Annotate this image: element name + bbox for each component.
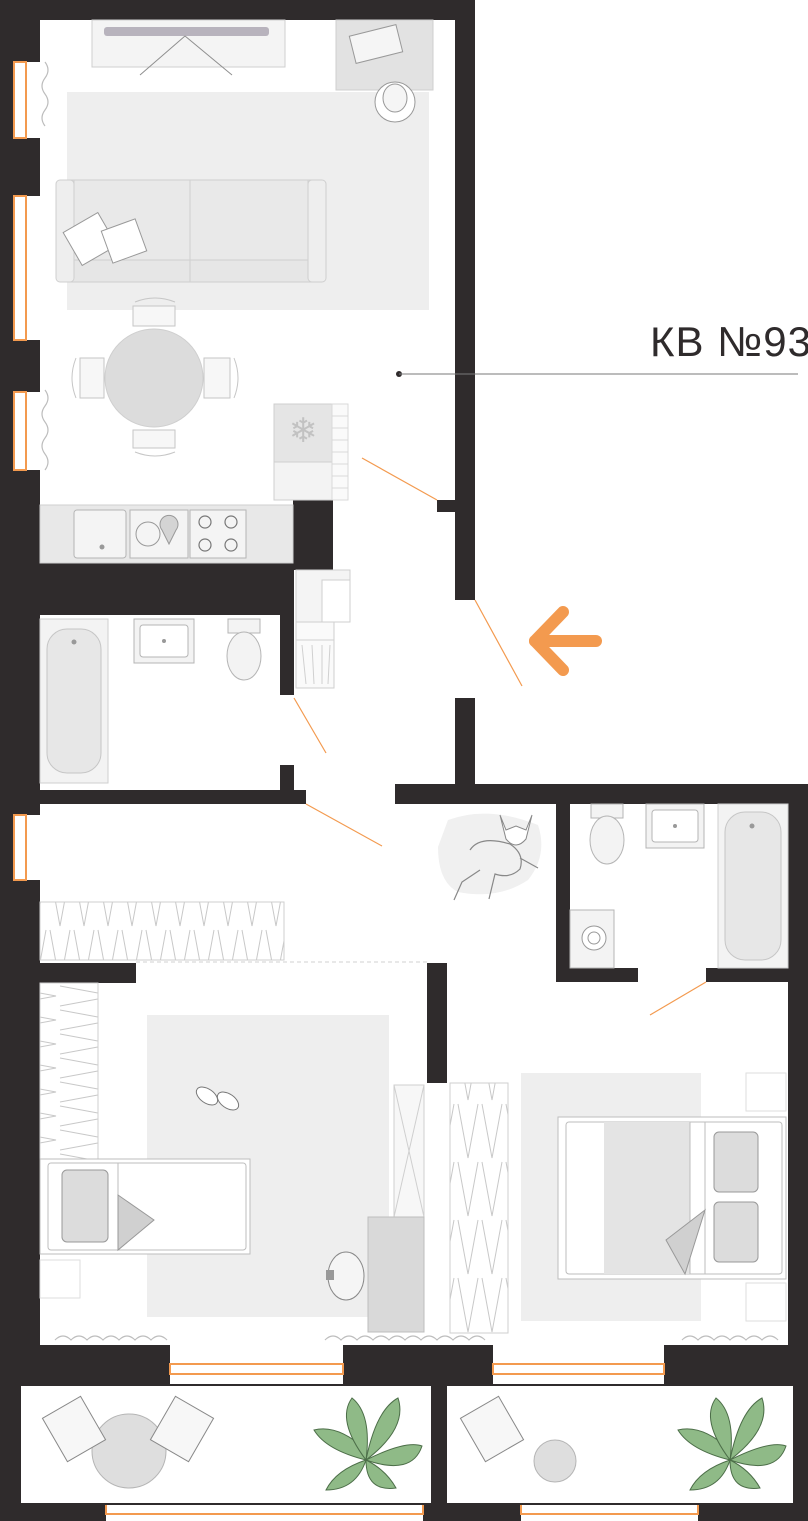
- wall-bath2-bottom-left: [556, 968, 638, 982]
- slippers-icon: [195, 1086, 240, 1111]
- wall-hall-top: [395, 784, 808, 804]
- wall-balcony-divider: [432, 1385, 446, 1521]
- wall-kitchen-bottom: [38, 563, 293, 577]
- laptop-icon: [348, 24, 404, 64]
- bed-pillow-3: [713, 1201, 759, 1263]
- bedroom1-desk: [367, 1216, 425, 1333]
- wall-bath-right: [280, 570, 294, 695]
- bedroom2-wardrobe: [449, 1082, 509, 1334]
- stove: [189, 509, 247, 559]
- windows: [13, 61, 699, 1515]
- window-balcony-1: [105, 1503, 424, 1515]
- wall-balcony-bottom-2: [423, 1500, 521, 1521]
- wall-bath-right-2: [280, 765, 294, 790]
- lounge-chair-icon-2: [459, 1395, 525, 1463]
- tv: [104, 27, 269, 36]
- shoe-rack: [295, 621, 335, 689]
- wall-left-inner-2: [20, 138, 40, 196]
- wall-left-inner-4: [20, 470, 40, 815]
- wall-bedroom1-top: [38, 963, 136, 983]
- entrance-arrow-icon: [529, 606, 602, 676]
- wall-left-inner-5: [20, 880, 40, 1520]
- bed-pillow: [61, 1169, 109, 1243]
- living-door-swing: [361, 457, 438, 501]
- window-bottom-1: [169, 1363, 344, 1375]
- wall-entry-right: [455, 698, 475, 788]
- wall-kitchen-stub: [293, 500, 333, 570]
- window-left-4: [13, 814, 27, 881]
- balcony-table: [91, 1413, 167, 1489]
- window-left-1: [13, 61, 27, 139]
- bathroom-2: [569, 803, 789, 1016]
- balcony-stool: [533, 1439, 577, 1483]
- dining-table: [104, 328, 204, 428]
- window-balcony-2: [520, 1503, 699, 1515]
- plant-icon-2: [677, 1397, 787, 1491]
- lounge-chair-icon: [41, 1395, 215, 1463]
- wall-bath-bottom: [38, 790, 306, 804]
- nightstand-3: [745, 1282, 787, 1322]
- dishwasher: [129, 509, 189, 559]
- hallway: [39, 569, 602, 963]
- wall-bottom-1: [38, 1345, 170, 1385]
- wall-entry-jamb: [437, 500, 457, 512]
- wall-bath-top: [38, 577, 281, 615]
- entrance-door-swing: [474, 599, 523, 687]
- wall-left-outer: [0, 0, 20, 1521]
- window-left-3: [13, 391, 27, 471]
- fridge: [273, 403, 333, 463]
- nightstand-2: [745, 1072, 787, 1112]
- wall-bedroom-divider: [427, 963, 447, 1083]
- balcony-2: [445, 1384, 795, 1505]
- balcony-1: [19, 1384, 433, 1505]
- bedroom1-door-swing: [305, 803, 383, 847]
- wall-left-inner-3: [20, 340, 40, 392]
- wall-bath2-bottom-right: [706, 968, 796, 982]
- wall-living-right: [455, 0, 475, 600]
- wall-top: [0, 0, 475, 20]
- dog-icon: [438, 813, 542, 901]
- bed-pillow-2: [713, 1131, 759, 1193]
- wall-balcony-bottom-3: [698, 1500, 808, 1521]
- kitchen: [39, 504, 294, 564]
- wall-bottom-3: [664, 1345, 808, 1385]
- bedroom-1: [39, 982, 425, 1333]
- wall-balcony-bottom-1: [20, 1500, 106, 1521]
- hall-wardrobe: [39, 901, 285, 961]
- bath1-door-swing: [293, 697, 327, 754]
- toilet: [227, 618, 261, 634]
- sink: [73, 509, 127, 559]
- wall-left-inner-1: [20, 0, 40, 62]
- curtains: [41, 61, 779, 1341]
- wall-balcony-right: [794, 1385, 808, 1521]
- dining-chairs: [71, 297, 239, 457]
- bedroom1-wardrobe: [39, 982, 99, 1160]
- window-bottom-2: [492, 1363, 665, 1375]
- apartment-number-label: КВ №93: [650, 318, 808, 365]
- pillow-icon-2: [100, 218, 148, 264]
- bathroom-1: [39, 618, 262, 784]
- bath2-door-swing: [649, 981, 707, 1016]
- window-left-2: [13, 195, 27, 341]
- plant-icon: [313, 1397, 423, 1491]
- bedroom-2: [449, 1072, 787, 1334]
- living-room: ❄: [55, 19, 798, 501]
- snowflake-icon: ❄: [289, 411, 318, 451]
- wall-bath2-left: [556, 800, 570, 980]
- wall-bottom-2: [343, 1345, 493, 1385]
- nightstand: [39, 1259, 81, 1299]
